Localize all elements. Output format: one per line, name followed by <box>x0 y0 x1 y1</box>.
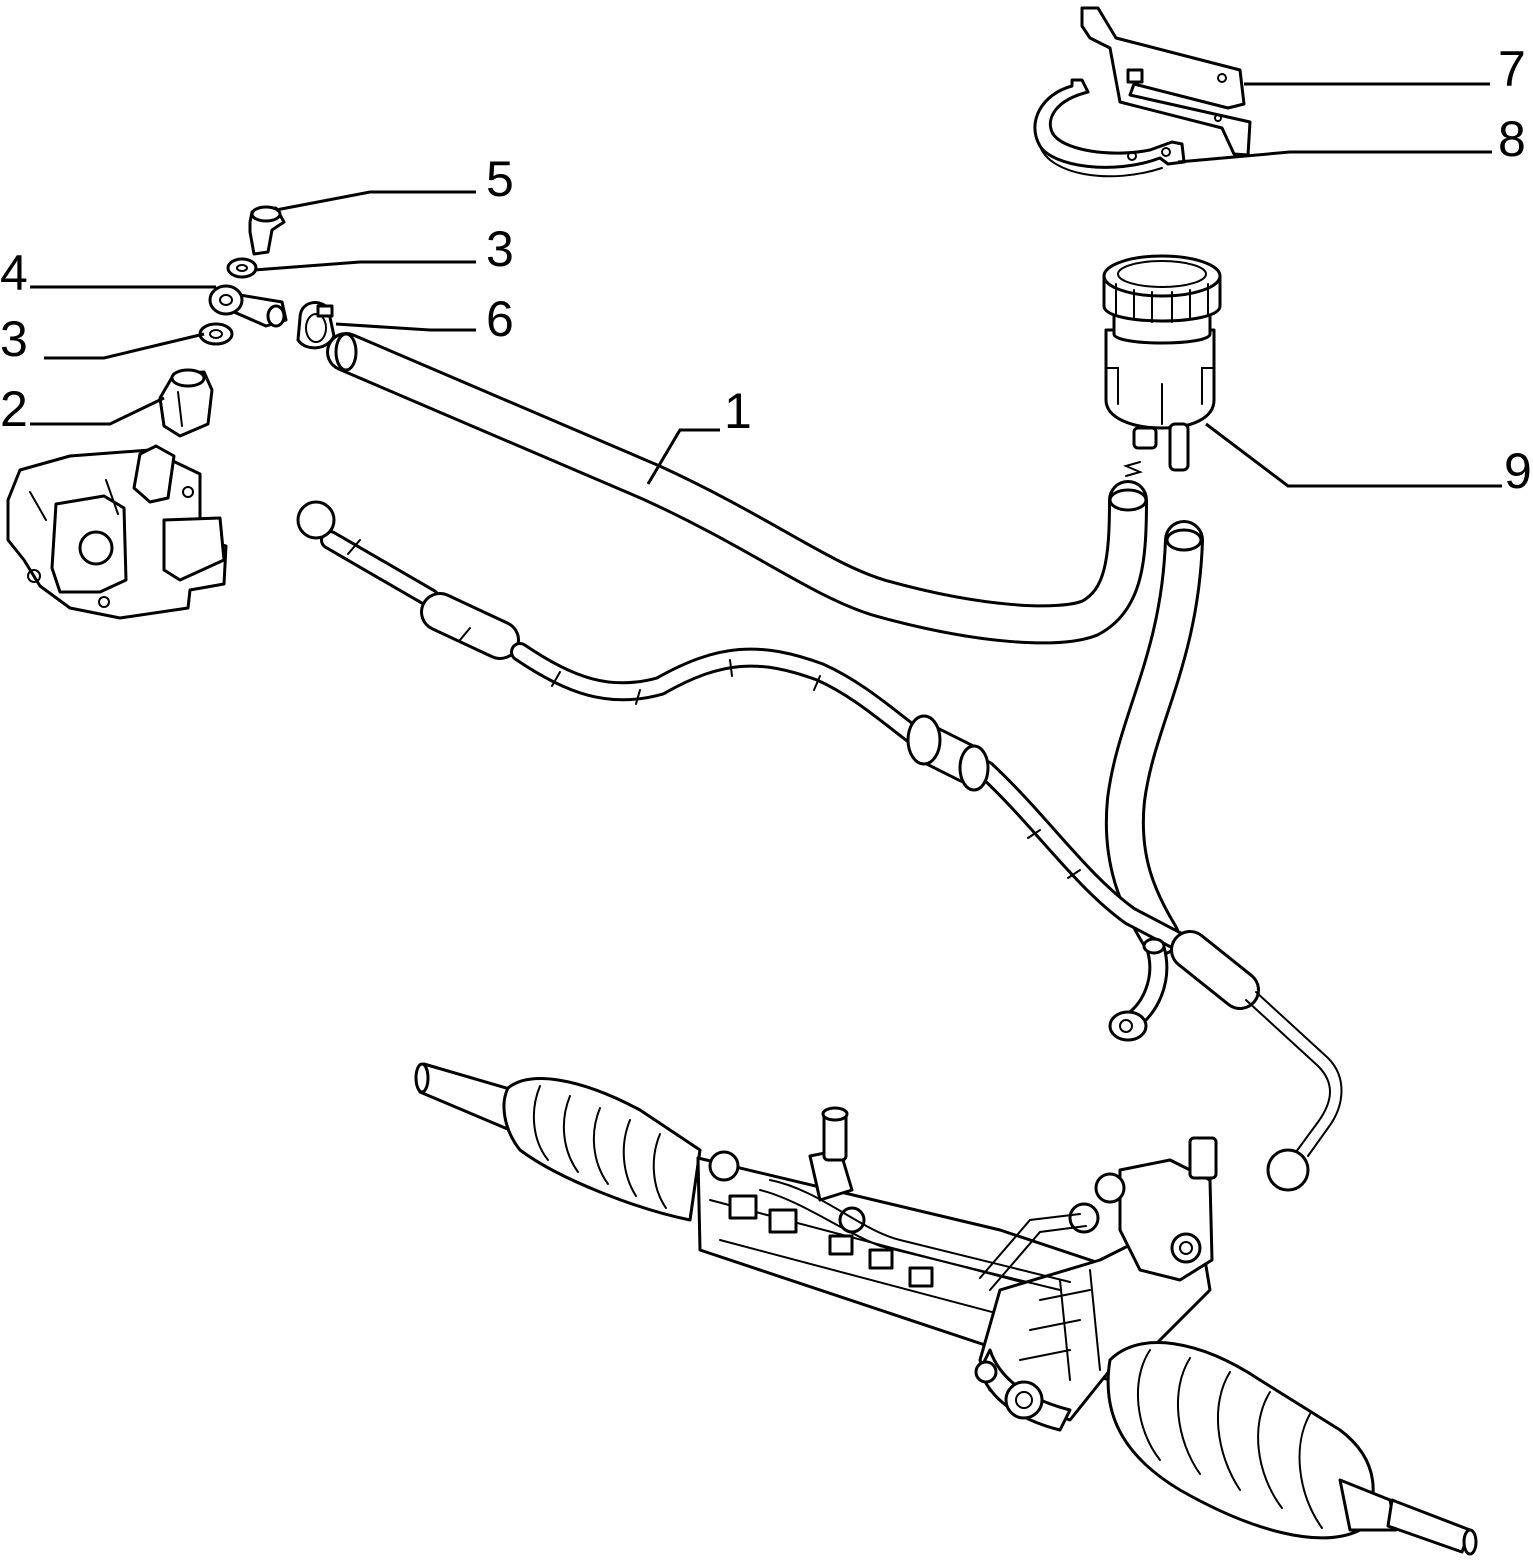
banjo-branch <box>1108 937 1169 1042</box>
leader-2 <box>30 396 165 426</box>
leader-6 <box>335 322 476 332</box>
callout-3-lower: 3 <box>0 311 28 367</box>
callout-5: 5 <box>486 151 514 207</box>
reservoir-bracket <box>1080 6 1252 157</box>
leader-3-lower <box>44 332 205 360</box>
callout-9: 9 <box>1504 443 1532 499</box>
reservoir-clamp <box>1033 78 1186 178</box>
callout-8: 8 <box>1498 111 1526 167</box>
callout-2: 2 <box>0 381 28 437</box>
callout-6: 6 <box>486 291 514 347</box>
callout-1: 1 <box>724 383 752 439</box>
banjo-bolt <box>248 205 286 256</box>
leader-5 <box>275 190 476 212</box>
steering-rack <box>414 1062 1478 1556</box>
leader-3-upper <box>253 260 476 272</box>
sealing-washer-lower <box>198 322 234 346</box>
callout-4: 4 <box>0 245 28 301</box>
leader-1 <box>646 428 720 485</box>
leader-9 <box>1205 422 1502 488</box>
callout-labels: 7 8 5 3 4 6 3 2 1 9 <box>0 41 1532 499</box>
fluid-reservoir <box>1102 254 1222 472</box>
hose-clamp <box>296 301 336 350</box>
connection-indicator <box>1123 461 1143 477</box>
power-steering-pump <box>6 444 228 620</box>
return-hose <box>326 332 1148 645</box>
leader-8 <box>1177 150 1492 164</box>
hose-sleeve <box>158 368 214 438</box>
sealing-washer-upper <box>226 257 258 279</box>
callout-7: 7 <box>1498 41 1526 97</box>
reservoir-supply-hose <box>1104 520 1204 956</box>
pressure-line <box>296 500 1343 1192</box>
leader-lines <box>30 82 1502 488</box>
banjo-union <box>208 284 288 328</box>
callout-3-upper: 3 <box>486 221 514 277</box>
